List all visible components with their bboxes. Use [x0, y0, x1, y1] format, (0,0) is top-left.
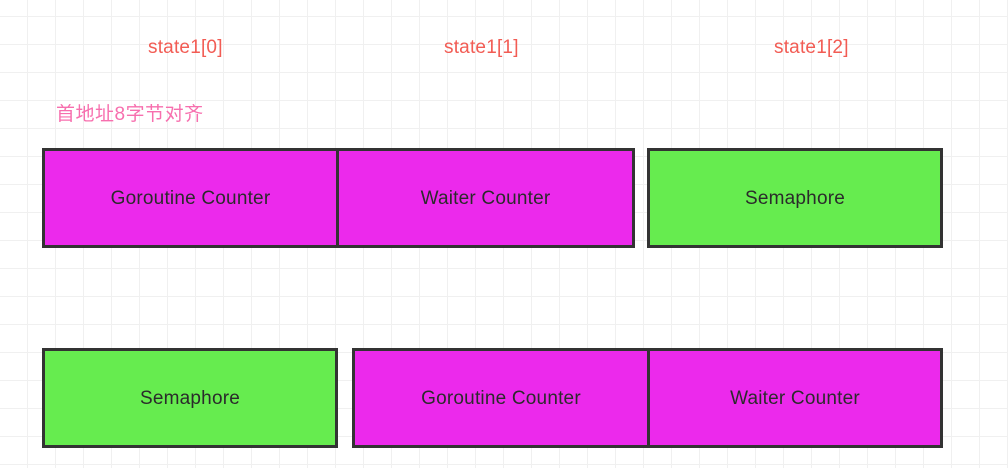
column-label-state1-0: state1[0]	[148, 37, 223, 58]
column-label-state1-1: state1[1]	[444, 37, 519, 58]
memory-block-goroutine-counter-bottom: Goroutine Counter	[352, 348, 650, 448]
column-label-state1-2: state1[2]	[774, 37, 849, 58]
memory-block-goroutine-counter-top: Goroutine Counter	[42, 148, 339, 248]
memory-block-waiter-counter-bottom: Waiter Counter	[647, 348, 943, 448]
memory-block-semaphore-top: Semaphore	[647, 148, 943, 248]
memory-block-semaphore-bottom: Semaphore	[42, 348, 338, 448]
alignment-note: 首地址8字节对齐	[56, 104, 204, 125]
memory-block-waiter-counter-top: Waiter Counter	[336, 148, 635, 248]
